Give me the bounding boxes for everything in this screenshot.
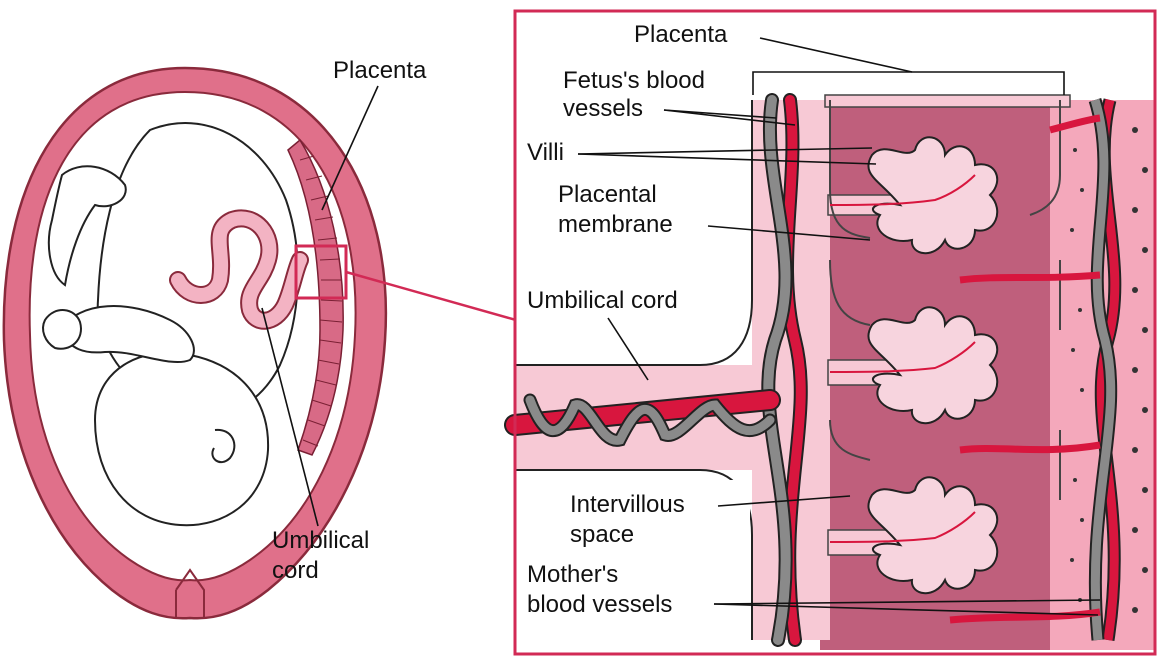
villi-label: Villi [527, 139, 564, 166]
fetus-hand [43, 310, 81, 349]
right-placenta-label: Placenta [634, 21, 728, 48]
intervillous-label-line1: Intervillous [570, 491, 685, 518]
membrane-label-line1: Placental [558, 181, 657, 208]
mother-vessels-label-line2: blood vessels [527, 591, 672, 618]
fetus-vessels-label-line1: Fetus's blood [563, 67, 705, 94]
left-umbilical-label-line1: Umbilical [272, 527, 369, 554]
umbilical-cord-label: Umbilical cord [527, 287, 678, 314]
left-umbilical-label-line2: cord [272, 557, 319, 584]
mother-vessels-label-line1: Mother's [527, 561, 618, 588]
fetus-vessels-label-line2: vessels [563, 95, 643, 122]
membrane-label-line2: membrane [558, 211, 673, 238]
left-placenta-label: Placenta [333, 57, 427, 84]
intervillous-label-line2: space [570, 521, 634, 548]
